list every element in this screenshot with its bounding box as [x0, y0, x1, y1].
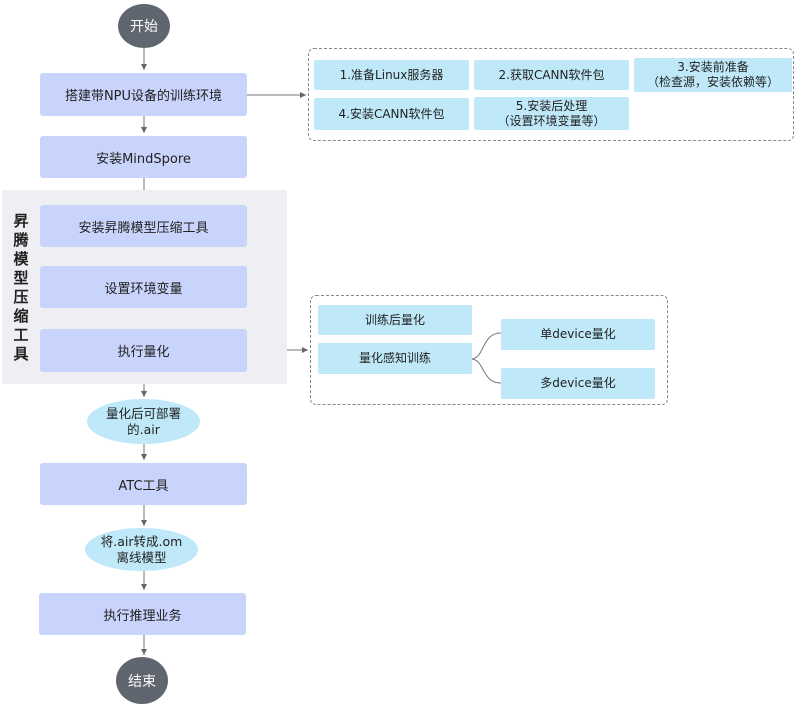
step-install-compression-tool-label: 安装昇腾模型压缩工具 — [78, 220, 209, 236]
quant-qat-label: 量化感知训练 — [358, 351, 431, 365]
env-step-pre-install: 3.安装前准备 （检查源，安装依赖等） — [634, 58, 792, 92]
step-install-mindspore: 安装MindSpore — [40, 136, 247, 178]
quant-ptq: 训练后量化 — [318, 305, 472, 335]
quant-ptq-label: 训练后量化 — [364, 312, 425, 327]
group-label-char: 模 — [13, 250, 29, 268]
group-label-char: 昇 — [13, 212, 29, 230]
step-build-npu-env: 搭建带NPU设备的训练环境 — [40, 73, 247, 116]
output-deployable-air: 量化后可部署 的.air — [87, 399, 200, 444]
quant-single-device-label: 单device量化 — [540, 327, 616, 341]
group-label-char: 缩 — [13, 307, 29, 325]
group-label-char: 工 — [13, 326, 29, 344]
step-atc-tool-label: ATC工具 — [118, 478, 169, 494]
env-step-post-install-line1: 5.安装后处理 — [515, 98, 588, 113]
brace-upper — [470, 332, 502, 360]
env-step-post-install-line2: （设置环境变量等） — [497, 113, 606, 128]
env-step-prepare-linux-label: 1.准备Linux服务器 — [339, 67, 444, 82]
end-label: 结束 — [128, 673, 156, 690]
env-step-install-cann: 4.安装CANN软件包 — [314, 98, 469, 130]
output-air-line2: 的.air — [127, 421, 160, 437]
group-label-char: 压 — [13, 288, 29, 306]
step-build-npu-env-label: 搭建带NPU设备的训练环境 — [64, 89, 223, 104]
output-om-model: 将.air转成.om 离线模型 — [85, 528, 198, 571]
env-step-install-cann-label: 4.安装CANN软件包 — [338, 106, 445, 121]
step-set-env-vars-label: 设置环境变量 — [104, 281, 183, 297]
step-run-inference: 执行推理业务 — [39, 593, 246, 635]
env-step-prepare-linux: 1.准备Linux服务器 — [314, 60, 469, 90]
group-label-char: 腾 — [13, 231, 29, 249]
quant-single-device: 单device量化 — [501, 319, 655, 350]
env-step-post-install: 5.安装后处理 （设置环境变量等） — [474, 97, 629, 130]
env-setup-panel — [308, 48, 794, 141]
quant-qat: 量化感知训练 — [318, 343, 472, 374]
start-label: 开始 — [130, 19, 158, 35]
quantization-panel — [310, 295, 668, 405]
step-install-compression-tool: 安装昇腾模型压缩工具 — [40, 205, 247, 247]
end-node: 结束 — [116, 657, 168, 704]
group-vertical-label: 昇 腾 模 型 压 缩 工 具 — [10, 212, 32, 372]
step-run-quantization-label: 执行量化 — [117, 345, 170, 360]
start-node: 开始 — [118, 4, 170, 48]
group-label-char: 具 — [13, 345, 29, 363]
output-om-line2: 离线模型 — [116, 549, 167, 565]
quant-multi-device: 多device量化 — [501, 368, 655, 399]
step-atc-tool: ATC工具 — [40, 463, 247, 505]
env-step-pre-install-line1: 3.安装前准备 — [677, 60, 749, 74]
step-set-env-vars: 设置环境变量 — [40, 266, 247, 308]
env-step-pre-install-line2: （检查源，安装依赖等） — [646, 75, 779, 89]
step-install-mindspore-label: 安装MindSpore — [96, 151, 191, 167]
group-label-char: 型 — [13, 269, 29, 287]
brace-lower — [470, 358, 502, 384]
quant-multi-device-label: 多device量化 — [540, 376, 616, 390]
output-air-line1: 量化后可部署 — [105, 405, 181, 421]
output-om-line1: 将.air转成.om — [100, 533, 183, 549]
step-run-inference-label: 执行推理业务 — [103, 608, 182, 624]
step-run-quantization: 执行量化 — [40, 329, 247, 372]
env-step-get-cann-label: 2.获取CANN软件包 — [498, 67, 605, 82]
env-step-get-cann: 2.获取CANN软件包 — [474, 60, 629, 90]
